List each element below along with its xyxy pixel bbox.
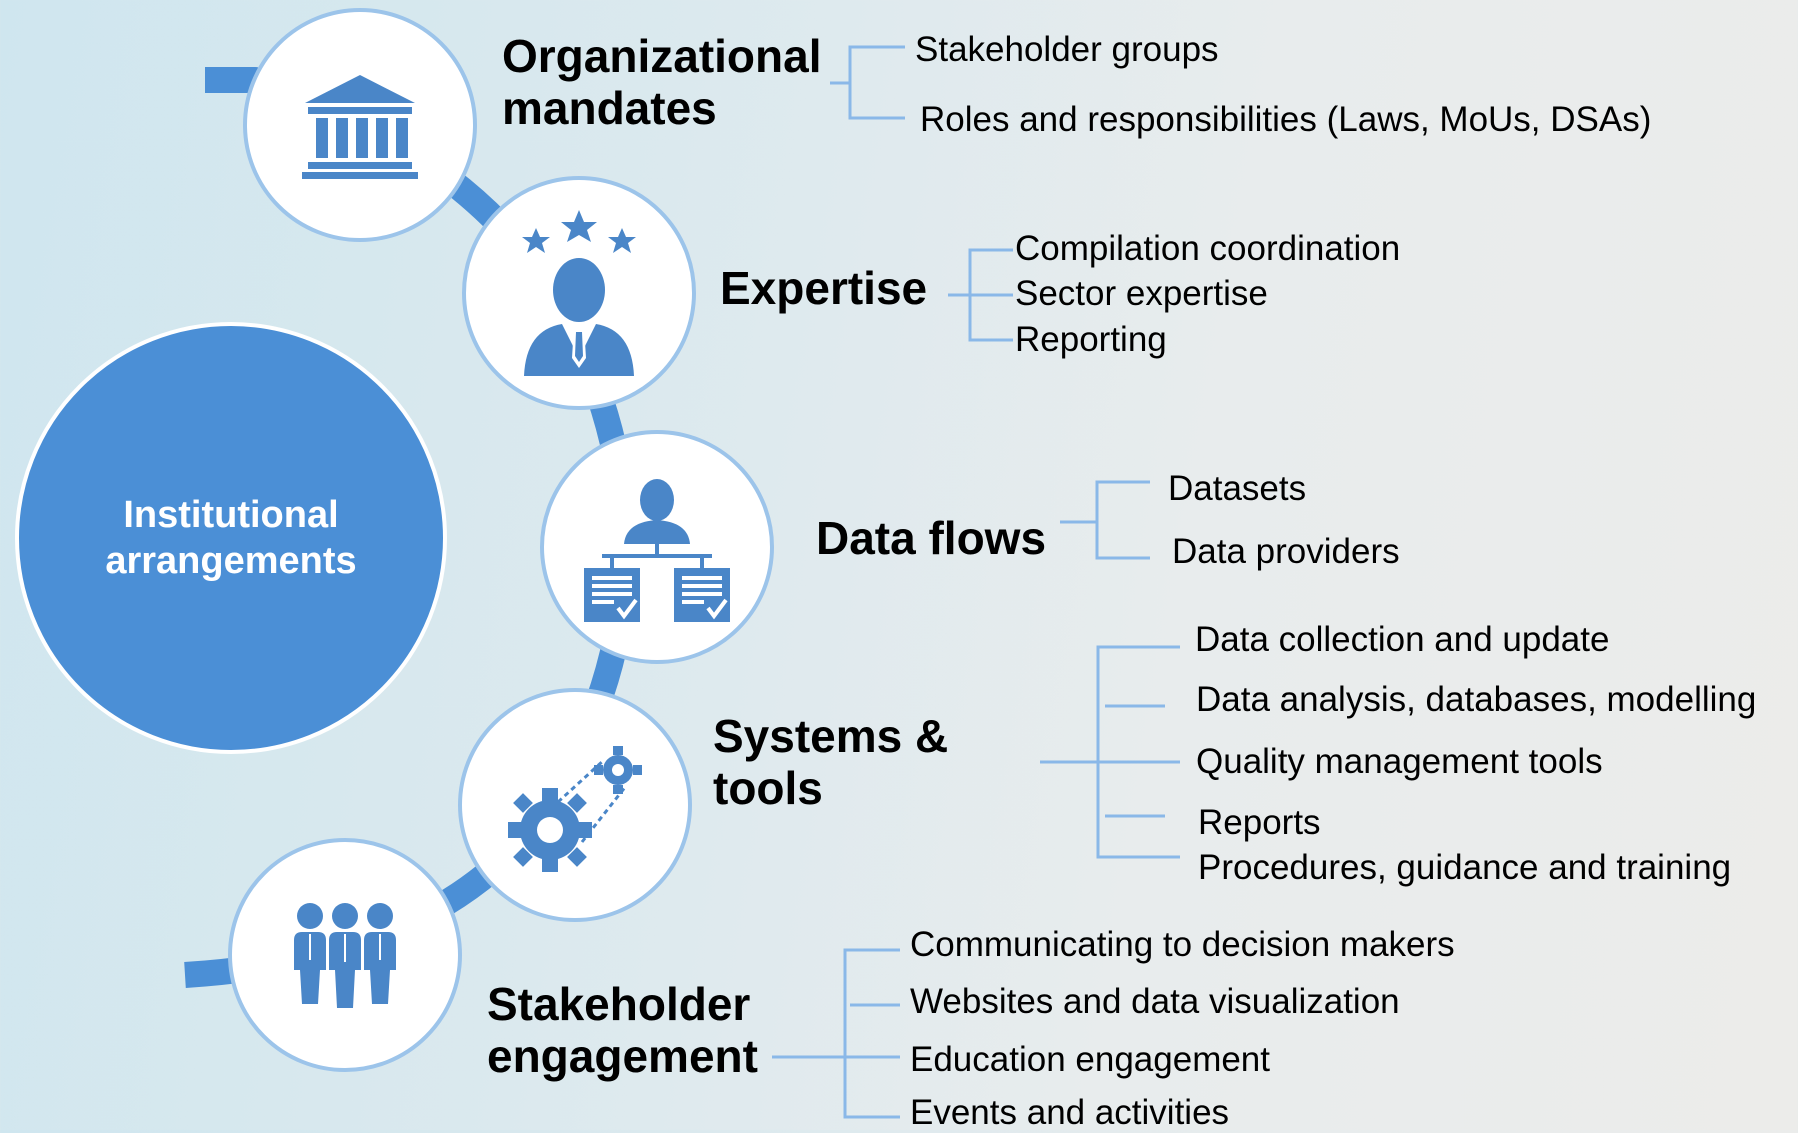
category-label-line2: tools [713,762,823,814]
item-procedures-guidance: Procedures, guidance and training [1198,848,1732,887]
category-label-line1: Stakeholder [487,978,751,1030]
category-label-line2: engagement [487,1030,758,1082]
item-events: Events and activities [910,1093,1230,1132]
bracket-systems [1040,645,1180,859]
node-data-flows [540,430,774,664]
gears-icon [508,746,642,872]
org-chart-documents-icon [584,479,730,622]
category-expertise: Expertise [720,262,927,314]
category-stakeholder-engagement: Stakeholder engagement [487,978,758,1082]
bracket-mandates [830,45,905,120]
item-education: Education engagement [910,1040,1270,1079]
item-data-providers: Data providers [1172,532,1400,571]
item-communicating: Communicating to decision makers [910,925,1455,964]
category-label-line1: Organizational [502,30,822,82]
government-building-icon [302,75,418,179]
node-organizational-mandates [243,8,477,242]
item-datasets: Datasets [1168,469,1307,508]
bracket-dataflows [1060,480,1150,560]
expert-person-stars-icon [522,210,636,376]
center-hub: Institutional arrangements [15,322,447,754]
category-label-line1: Expertise [720,262,928,314]
category-organizational-mandates: Organizational mandates [502,30,821,134]
people-group-icon [294,903,396,1008]
bracket-engagement [772,948,900,1119]
item-compilation-coordination: Compilation coordination [1015,229,1401,268]
category-systems-tools: Systems & tools [713,710,948,814]
item-quality-management: Quality management tools [1196,742,1603,781]
item-data-collection: Data collection and update [1195,620,1610,659]
item-reports: Reports [1198,803,1321,842]
category-label-line1: Data flows [816,512,1047,564]
item-data-analysis: Data analysis, databases, modelling [1196,680,1757,719]
item-sector-expertise: Sector expertise [1015,274,1268,313]
category-label-line1: Systems & [713,710,949,762]
node-systems-tools [458,688,692,922]
center-title-line2: arrangements [105,540,357,582]
center-title-line1: Institutional [123,494,339,536]
node-stakeholder-engagement [228,838,462,1072]
node-expertise [462,176,696,410]
item-stakeholder-groups: Stakeholder groups [915,30,1219,69]
category-label-line2: mandates [502,82,717,134]
item-websites: Websites and data visualization [910,982,1400,1021]
category-data-flows: Data flows [816,512,1046,564]
bracket-expertise [948,248,1013,342]
item-reporting: Reporting [1015,320,1167,359]
item-roles-responsibilities: Roles and responsibilities (Laws, MoUs, … [920,100,1652,139]
